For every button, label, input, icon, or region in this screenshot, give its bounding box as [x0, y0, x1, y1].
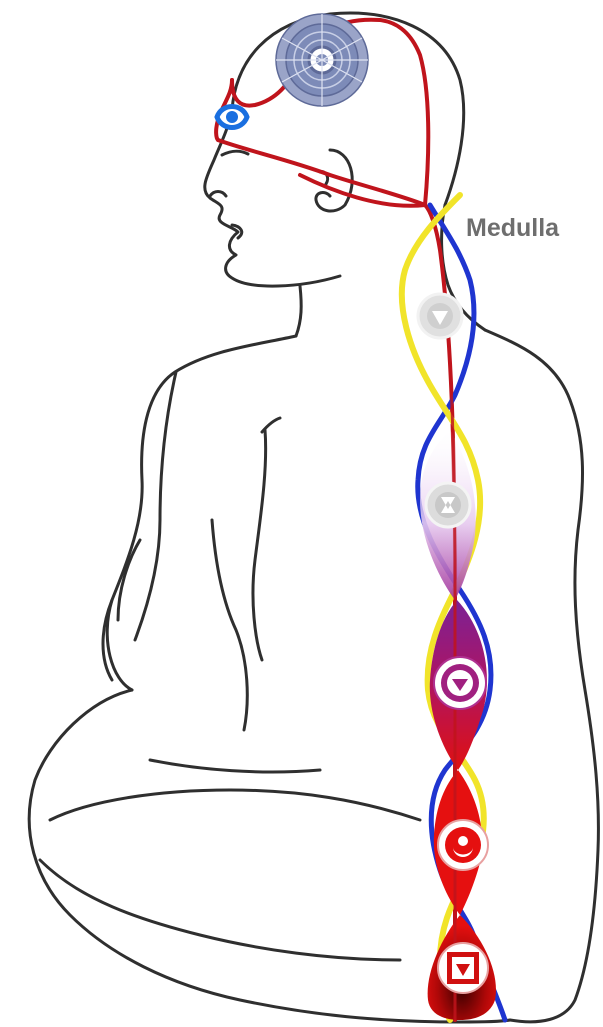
solar-plexus-chakra-icon [434, 657, 486, 709]
crown-chakra-icon [276, 14, 368, 106]
heart-chakra-icon [426, 483, 470, 527]
figure-outline [29, 13, 598, 1022]
root-chakra-icon [438, 943, 488, 993]
third-eye-chakra-icon [217, 107, 247, 128]
throat-chakra-icon [418, 294, 462, 338]
medulla-label: Medulla [466, 214, 560, 242]
sushumna-channel [216, 20, 455, 1020]
sacral-chakra-icon [438, 820, 488, 870]
